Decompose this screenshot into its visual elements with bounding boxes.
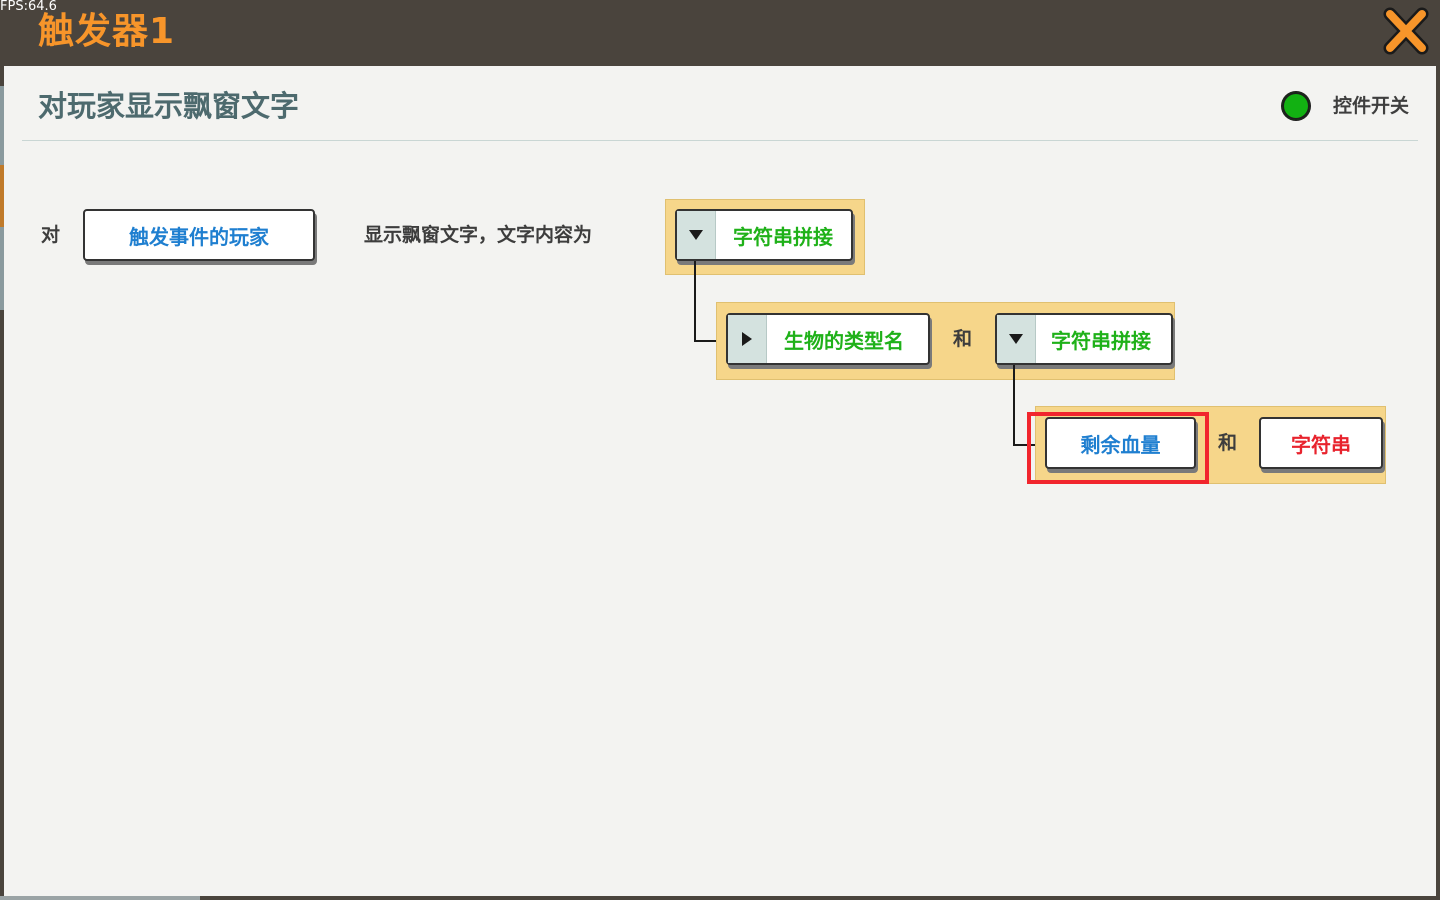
caret-down-icon[interactable]	[997, 315, 1036, 363]
tree-connector-1	[694, 261, 696, 341]
sentence-middle-text: 显示飘窗文字，文字内容为	[364, 224, 593, 246]
fps-counter: FPS:64.6	[0, 0, 57, 14]
caret-right-icon[interactable]	[728, 315, 767, 363]
caret-down-icon[interactable]	[677, 211, 716, 259]
string-button[interactable]: 字符串	[1259, 417, 1383, 469]
title-divider	[22, 140, 1418, 141]
creature-type-name-label: 生物的类型名	[784, 328, 904, 353]
joiner-and-2: 和	[1218, 432, 1238, 454]
close-x-icon	[1383, 7, 1429, 55]
string-concat-button-2[interactable]: 字符串拼接	[995, 313, 1173, 365]
control-toggle[interactable]	[1282, 92, 1310, 120]
sentence-prefix: 对	[41, 224, 61, 246]
string-concat-label-2: 字符串拼接	[1051, 328, 1151, 353]
control-toggle-label: 控件开关	[1333, 95, 1410, 117]
left-edge-accent	[0, 165, 4, 227]
tree-connector-1h	[694, 340, 724, 342]
string-concat-button-1[interactable]: 字符串拼接	[675, 209, 853, 261]
window-title: 触发器1	[38, 11, 176, 52]
joiner-and-1: 和	[953, 328, 973, 350]
action-title: 对玩家显示飘窗文字	[38, 89, 300, 123]
target-player-button[interactable]: 触发事件的玩家	[83, 209, 315, 261]
creature-type-name-button[interactable]: 生物的类型名	[726, 313, 930, 365]
bottom-edge-strip	[0, 896, 200, 900]
close-button[interactable]	[1382, 6, 1430, 56]
string-concat-label-1: 字符串拼接	[733, 224, 833, 249]
window-titlebar	[0, 0, 1440, 64]
tree-connector-2	[1013, 365, 1015, 445]
remaining-health-button[interactable]: 剩余血量	[1045, 417, 1196, 469]
